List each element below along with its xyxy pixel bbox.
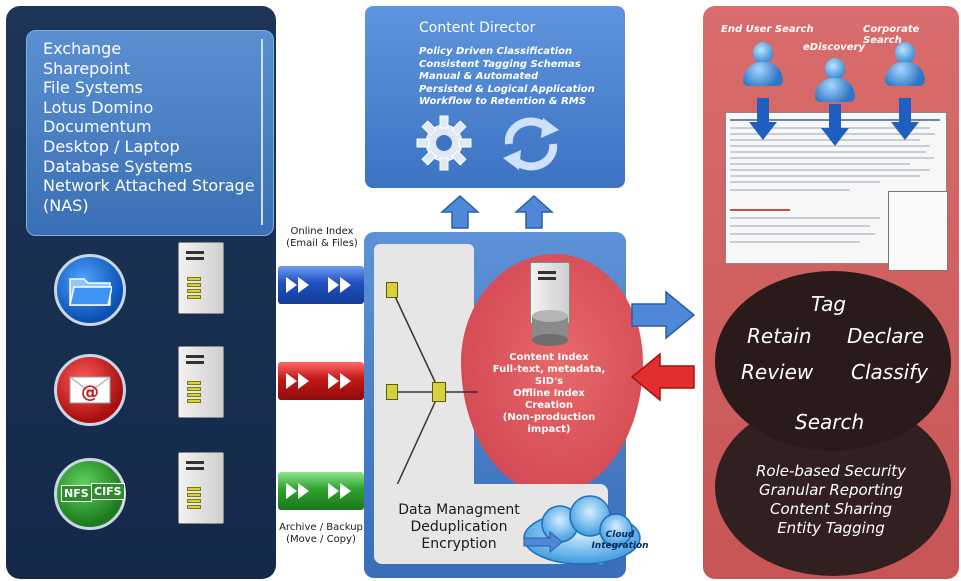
- index-core-panel: Content Index Full-text, metadata, SID's…: [364, 232, 643, 578]
- data-sources-panel: Exchange Sharepoint File Systems Lotus D…: [6, 6, 276, 579]
- director-feature: Consistent Tagging Schemas: [419, 58, 581, 70]
- venn-feature: Granular Reporting: [759, 481, 903, 499]
- source-item: Exchange: [43, 39, 122, 58]
- cloud-line: Integration: [591, 541, 649, 551]
- user-icon: [743, 42, 783, 86]
- data-management-label: Data Managment Deduplication Encryption: [384, 502, 534, 553]
- refresh-icon: [503, 117, 559, 171]
- dm-line: Data Managment: [398, 502, 520, 518]
- folder-glyph-icon: [69, 278, 112, 306]
- database-icon: [532, 310, 568, 346]
- up-arrow-icon: [440, 194, 480, 229]
- source-item: Sharepoint: [43, 58, 130, 78]
- venn-feature-list: Role-based Security Granular Reporting C…: [703, 462, 959, 538]
- right-arrow-icon: [631, 290, 696, 340]
- venn-review: Review: [741, 360, 814, 384]
- archive-backup-title: Archive / Backup: [279, 522, 363, 533]
- server-icon: [178, 346, 224, 418]
- down-arrow-icon: [891, 98, 919, 140]
- up-arrow-icon: [514, 194, 554, 229]
- email-pipe: [278, 362, 364, 400]
- venn-search: Search: [795, 410, 865, 434]
- online-index-pipe: [278, 266, 364, 304]
- online-index-subtitle: (Email & Files): [286, 238, 358, 249]
- cloud-icon: [523, 495, 641, 565]
- source-item: Lotus Domino: [43, 97, 154, 117]
- corporate-search-label: Corporate Search: [863, 24, 920, 46]
- dm-line: Deduplication: [410, 519, 508, 535]
- director-feature: Manual & Automated: [419, 71, 539, 82]
- content-director-features: Policy Driven Classification Consistent …: [419, 46, 595, 109]
- server-icon: [178, 242, 224, 314]
- email-at-icon: @: [54, 354, 126, 426]
- offline-index-label: Offline Index Creation (Non-production i…: [494, 388, 604, 436]
- venn-actions-circle: [715, 271, 951, 451]
- online-index-label: Online Index (Email & Files): [282, 226, 362, 250]
- archive-backup-subtitle: (Move / Copy): [286, 534, 356, 545]
- content-director-title: Content Director: [419, 20, 536, 36]
- director-feature: Policy Driven Classification: [419, 46, 573, 57]
- online-index-title: Online Index: [290, 226, 354, 237]
- source-item: Documentum: [43, 117, 152, 137]
- envelope-icon: @: [69, 376, 111, 404]
- cifs-label: CIFS: [91, 483, 125, 500]
- svg-text:@: @: [81, 382, 99, 403]
- offline-line: Creation: [525, 400, 573, 411]
- venn-feature: Role-based Security: [755, 462, 907, 480]
- venn-retain: Retain: [747, 324, 812, 348]
- offline-line: impact): [527, 424, 571, 435]
- collector-node-icon: [386, 384, 398, 400]
- dm-line: Encryption: [421, 536, 497, 552]
- source-item: Network Attached Storage: [43, 176, 255, 196]
- sources-divider: [261, 39, 263, 225]
- content-director-box: Content Director Policy Driven Classific…: [365, 6, 625, 188]
- collector-node-icon: [386, 282, 398, 298]
- ediscovery-label: eDiscovery: [803, 42, 866, 53]
- folder-icon: [54, 254, 126, 326]
- venn-feature: Content Sharing: [769, 500, 892, 518]
- venn-classify: Classify: [851, 360, 929, 384]
- down-arrow-icon: [821, 104, 849, 146]
- server-icon: [178, 452, 224, 524]
- venn-declare: Declare: [847, 324, 925, 348]
- down-arrow-icon: [749, 98, 777, 140]
- collector-hub-icon: [432, 382, 446, 402]
- source-item: (NAS): [43, 195, 89, 215]
- venn-tag: Tag: [811, 292, 847, 316]
- search-app-popup: [888, 191, 948, 271]
- left-arrow-icon: [630, 352, 695, 402]
- collector-lines: [391, 289, 478, 497]
- director-feature: Workflow to Retention & RMS: [419, 96, 586, 107]
- source-item: Database Systems: [43, 156, 193, 176]
- user-icon: [885, 42, 925, 86]
- content-index-title: Content Index: [509, 352, 589, 363]
- nfs-label: NFS: [61, 485, 92, 502]
- offline-line: Offline Index: [513, 388, 585, 399]
- end-user-search-label: End User Search: [721, 24, 814, 35]
- cloud-line: Cloud: [605, 530, 635, 540]
- content-index-label: Content Index Full-text, metadata, SID's: [484, 352, 614, 388]
- user-icon: [815, 58, 855, 102]
- archive-backup-label: Archive / Backup (Move / Copy): [276, 522, 366, 546]
- archive-pipe: [278, 472, 364, 510]
- source-item: Desktop / Laptop: [43, 136, 180, 156]
- offline-line: (Non-production: [502, 412, 596, 423]
- venn-feature: Entity Tagging: [777, 519, 885, 537]
- gear-icon: [416, 115, 472, 171]
- content-index-subtitle: Full-text, metadata, SID's: [492, 364, 606, 387]
- source-item: File Systems: [43, 78, 143, 98]
- cloud-integration-label: Cloud Integration: [590, 530, 650, 552]
- nfs-cifs-icon: NFS CIFS: [54, 458, 126, 530]
- search-review-panel: End User Search eDiscovery Corporate Sea…: [703, 6, 959, 579]
- data-sources-list-box: Exchange Sharepoint File Systems Lotus D…: [26, 30, 274, 236]
- director-feature: Persisted & Logical Application: [419, 83, 595, 95]
- data-sources-list: Exchange Sharepoint File Systems Lotus D…: [27, 31, 273, 215]
